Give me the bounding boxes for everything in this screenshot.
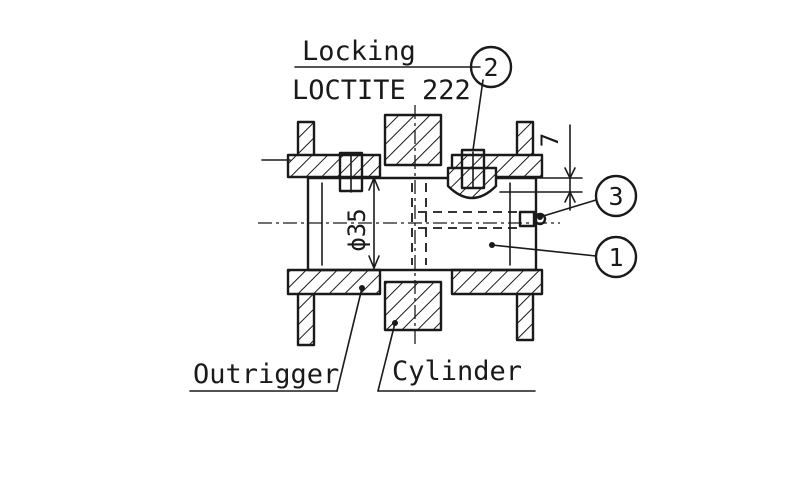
offset-arrow-top	[564, 167, 576, 180]
bushing-left-top	[286, 153, 382, 179]
pin-hidden-bore	[418, 211, 520, 229]
outrigger-leader	[336, 287, 363, 392]
diameter-dimension: ϕ35	[343, 175, 380, 271]
callout-3-leader	[539, 199, 597, 218]
callout-circle-1	[594, 235, 638, 279]
locking-screw	[446, 148, 498, 200]
callout-3-dot	[537, 214, 543, 220]
diameter-value: ϕ35	[343, 208, 371, 251]
leader-dots	[359, 214, 543, 326]
callout-circle-2	[469, 45, 513, 89]
callout-2-leader	[472, 79, 484, 151]
callouts: 2 3 1	[469, 45, 638, 279]
pin-hidden-edges	[411, 183, 427, 265]
outrigger-plate-right-top	[515, 120, 535, 159]
pin-body	[306, 176, 538, 272]
diameter-arrow-top	[368, 175, 380, 191]
callout-circle-3	[594, 174, 638, 218]
outrigger-plate-left-bottom	[296, 288, 316, 347]
set-screw-left	[338, 151, 364, 193]
cylinder-eye	[383, 113, 443, 332]
callout-number-3: 3	[608, 182, 623, 211]
cylinder-eye-top	[383, 113, 443, 167]
center-lines	[258, 105, 560, 345]
text-labels: Locking LOCTITE 222 Outrigger Cylinder	[193, 36, 522, 390]
cylinder-eye-bottom	[383, 280, 443, 332]
callout-number-1: 1	[608, 243, 623, 272]
leader-lines	[189, 66, 597, 392]
offset-value: 7	[536, 133, 564, 147]
bushings	[286, 153, 544, 296]
callout-1-leader	[491, 244, 597, 257]
loctite-label: LOCTITE 222	[292, 75, 471, 106]
offset-dimension: 7	[499, 124, 583, 211]
outrigger-dot	[359, 285, 365, 291]
locking-screw-seat	[446, 166, 498, 200]
offset-arrow-bottom	[564, 190, 576, 203]
cylinder-dot	[392, 320, 398, 326]
bushing-right-bottom	[450, 268, 544, 296]
callout-number-2: 2	[483, 53, 498, 82]
bushing-left-bottom	[286, 268, 382, 296]
outrigger-plate-right-bottom	[515, 288, 535, 342]
locking-label: Locking	[302, 36, 416, 67]
cylinder-label: Cylinder	[392, 356, 522, 387]
cylinder-leader	[377, 322, 396, 392]
pin	[306, 176, 538, 272]
diameter-arrow-bottom	[368, 255, 380, 271]
callout-1-dot	[489, 242, 495, 248]
outrigger-label: Outrigger	[193, 359, 339, 390]
grease-nipple-body	[518, 210, 536, 228]
